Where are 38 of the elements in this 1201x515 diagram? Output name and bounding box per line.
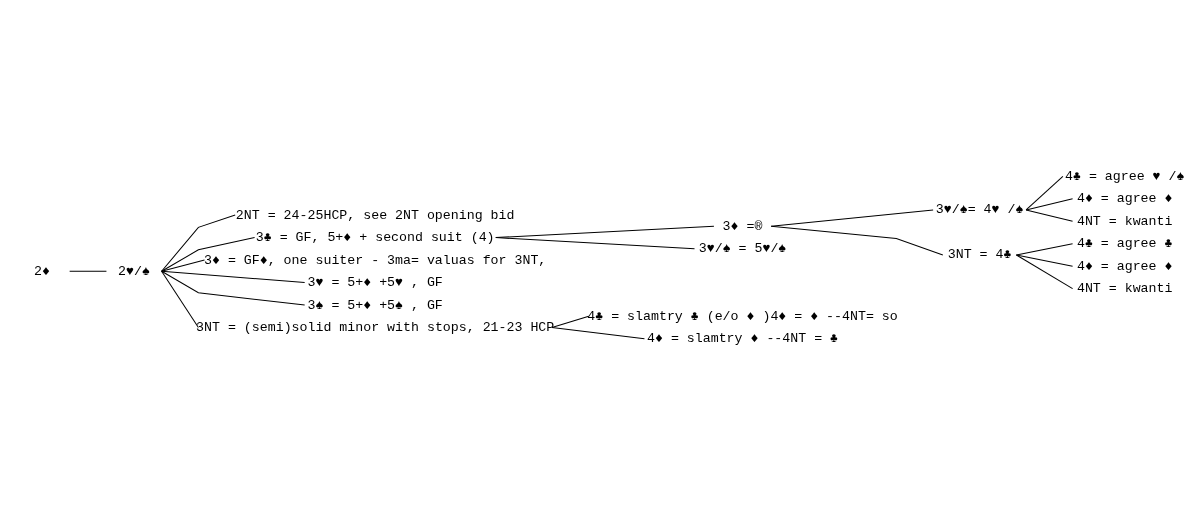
node-text: 4♣ = slamtry ♣ (e/o ♦ )4♦ = ♦ --4NT= so: [587, 308, 898, 324]
node-text: 3NT = (semi)solid minor with stops, 21-23 HCP: [196, 319, 555, 335]
node-text: 3NT = 4♣: [947, 247, 1012, 263]
node-text: 2♥/♠: [118, 263, 150, 279]
connector: [69, 270, 107, 272]
connector: [1015, 243, 1074, 256]
connector: [770, 225, 944, 256]
node-text: 2♦: [34, 263, 51, 279]
node-text: 3♣ = GF, 5+♦ + second suit (4): [255, 230, 495, 246]
connector: [1025, 175, 1064, 211]
connector: [770, 209, 934, 227]
connector: [551, 315, 590, 328]
connector: [1025, 209, 1074, 222]
connector: [161, 270, 306, 284]
node-text: 4NT = kwanti: [1076, 281, 1173, 297]
node-text: 4♦ = agree ♦: [1076, 191, 1173, 207]
node-text: 4♣ = agree ♥ /♠: [1065, 168, 1185, 184]
connector: [1025, 198, 1074, 211]
node-text: 3♦ =®: [722, 218, 763, 234]
node-text: 4♣ = agree ♣: [1076, 236, 1173, 252]
node-text: 2NT = 24-25HCP, see 2NT opening bid: [235, 207, 515, 223]
node-text: 3♥ = 5+♦ +5♥ , GF: [307, 275, 443, 291]
connector: [1015, 254, 1074, 267]
node-text: 4♦ = agree ♦: [1076, 258, 1173, 274]
connector: [1015, 254, 1074, 290]
node-text: 3♠ = 5+♦ +5♠ , GF: [307, 297, 443, 313]
node-text: 4♦ = slamtry ♦ --4NT = ♣: [647, 331, 839, 347]
node-text: 3♥/♠= 4♥ /♠: [935, 202, 1024, 218]
connector: [161, 270, 199, 328]
connector: [495, 237, 695, 250]
connector: [161, 237, 256, 272]
node-text: 4NT = kwanti: [1076, 213, 1173, 229]
connector: [161, 270, 306, 306]
node-text: 3♥/♠ = 5♥/♠: [698, 241, 787, 257]
node-text: 3♦ = GF♦, one suiter - 3ma= valuas for 3NT,: [204, 252, 547, 268]
connector: [551, 327, 645, 340]
connector: [161, 214, 236, 272]
connector: [161, 259, 206, 272]
